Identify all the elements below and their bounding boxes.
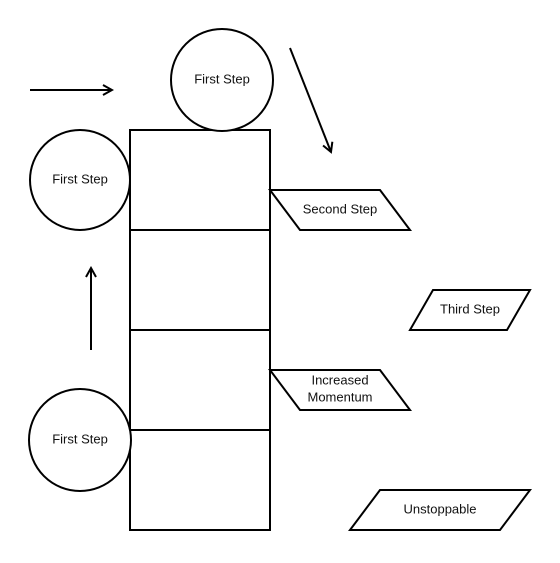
para-momentum-label-line2: Momentum bbox=[307, 389, 372, 404]
tower-block-2 bbox=[129, 229, 271, 331]
para-momentum-label-line1: Increased bbox=[311, 372, 368, 387]
circle-top-label: First Step bbox=[194, 71, 250, 86]
circle-left-upper bbox=[29, 129, 131, 231]
tower-block-4 bbox=[129, 429, 271, 531]
tower-block-1 bbox=[129, 129, 271, 231]
para-third-step-label: Third Step bbox=[440, 301, 500, 316]
circle-left-lower-label: First Step bbox=[52, 431, 108, 446]
tower-block-3 bbox=[129, 329, 271, 431]
para-unstoppable-label: Unstoppable bbox=[404, 501, 477, 516]
arrow-diagonal-down bbox=[289, 47, 331, 152]
circle-top bbox=[170, 28, 274, 132]
circle-left-upper-label: First Step bbox=[52, 171, 108, 186]
para-second-step bbox=[268, 189, 412, 231]
para-second-step-label: Second Step bbox=[303, 201, 377, 216]
circle-left-lower bbox=[28, 388, 132, 492]
para-unstoppable bbox=[348, 489, 532, 531]
para-third-step bbox=[408, 289, 532, 331]
para-increased-momentum bbox=[268, 369, 412, 411]
